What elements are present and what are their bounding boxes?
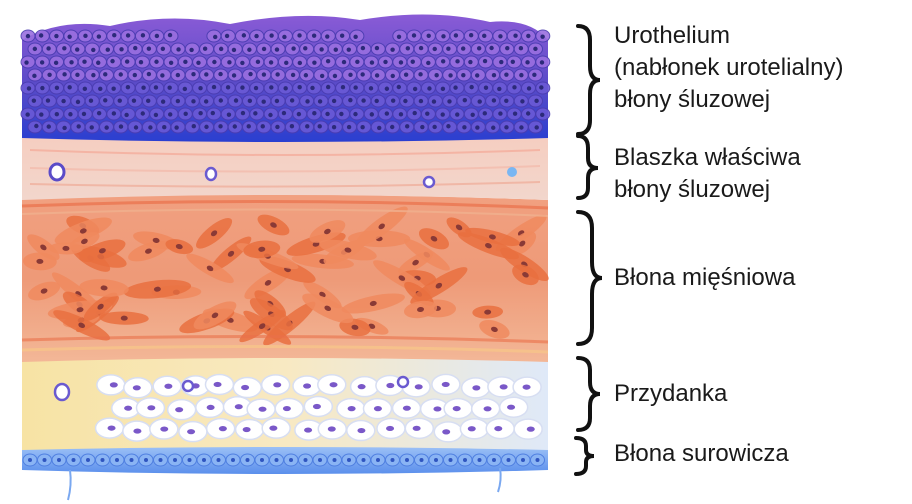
urothelium-layer (21, 14, 550, 142)
label-lamina-propria: Blaszka właściwa błony śluzowej (614, 142, 801, 206)
brace-lamina (578, 136, 598, 198)
brace-muscle (578, 212, 602, 344)
label-adventitia: Przydanka (614, 378, 727, 410)
muscle-layer (22, 194, 552, 362)
adventitia-layer (22, 356, 548, 459)
brace-urothelium (578, 26, 600, 134)
adventitia-fat-cells (55, 374, 542, 441)
label-muscle-layer: Błona mięśniowa (614, 262, 795, 294)
brace-adventitia (578, 358, 600, 430)
label-serosa: Błona surowicza (614, 438, 789, 470)
braces (576, 26, 602, 474)
label-urothelium: Urothelium (nabłonek urotelialny) błony … (614, 20, 843, 116)
serosa-layer (22, 447, 548, 500)
brace-serosa (576, 438, 594, 474)
